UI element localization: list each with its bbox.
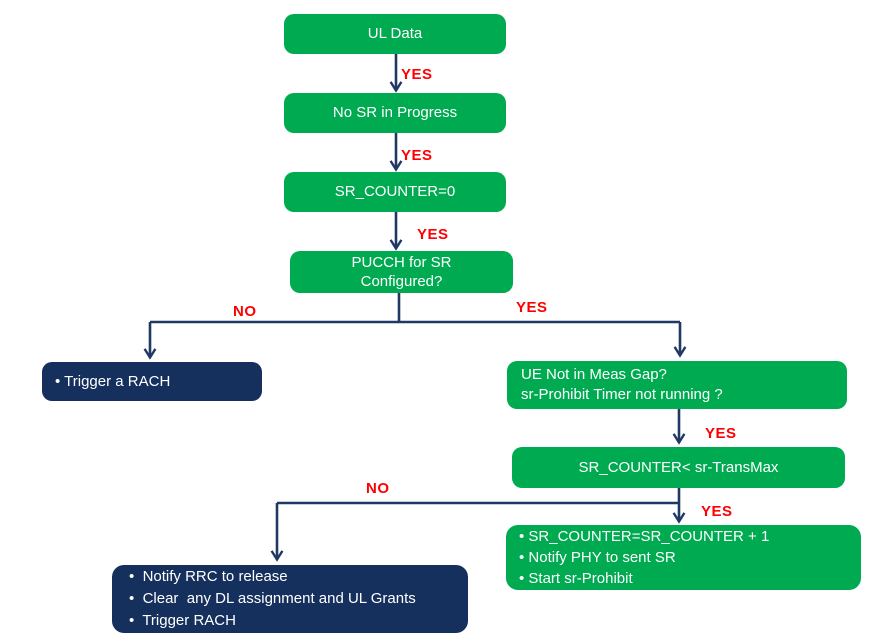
- edge-label-transmax-no: NO: [366, 480, 390, 497]
- edge-label-transmax-yes: YES: [701, 503, 733, 520]
- node-label: UL Data: [367, 25, 423, 42]
- node-sr-failure-actions: • Notify RRC to release • Clear any DL a…: [112, 565, 468, 633]
- node-label: • Notify PHY to sent SR: [519, 549, 676, 566]
- edge-label-pucch-yes: YES: [516, 299, 548, 316]
- node-label: • Clear any DL assignment and UL Grants: [129, 590, 416, 607]
- node-ul-data: UL Data: [284, 14, 506, 54]
- node-label: • Trigger RACH: [129, 612, 236, 629]
- node-trigger-a-rach: • Trigger a RACH: [42, 362, 262, 401]
- edge-label-ul-data-yes: YES: [401, 66, 433, 83]
- node-sr-counter-lt-transmax: SR_COUNTER< sr-TransMax: [512, 447, 845, 488]
- node-pucch-for-sr-configured: PUCCH for SR Configured?: [290, 251, 513, 293]
- node-label: • SR_COUNTER=SR_COUNTER + 1: [519, 528, 770, 545]
- node-label: No SR in Progress: [332, 104, 458, 121]
- node-label: UE Not in Meas Gap?: [521, 366, 667, 383]
- node-sr-increment-actions: • SR_COUNTER=SR_COUNTER + 1 • Notify PHY…: [506, 525, 861, 590]
- node-label: • Start sr-Prohibit: [519, 570, 633, 587]
- edge-label-no-sr-yes: YES: [401, 147, 433, 164]
- node-ue-not-in-meas-gap: UE Not in Meas Gap? sr-Prohibit Timer no…: [507, 361, 847, 409]
- node-label: Configured?: [360, 273, 443, 290]
- node-label: • Notify RRC to release: [129, 568, 288, 585]
- node-label: sr-Prohibit Timer not running ?: [521, 386, 723, 403]
- node-no-sr-in-progress: No SR in Progress: [284, 93, 506, 133]
- node-label: SR_COUNTER< sr-TransMax: [578, 458, 779, 476]
- node-label: PUCCH for SR: [351, 254, 452, 271]
- node-sr-counter-reset: SR_COUNTER=0: [284, 172, 506, 212]
- node-label: • Trigger a RACH: [55, 372, 171, 390]
- edge-label-counter-reset-yes: YES: [417, 226, 449, 243]
- node-label: SR_COUNTER=0: [334, 183, 456, 200]
- edge-label-meas-gap-yes: YES: [705, 425, 737, 442]
- edge-label-pucch-no: NO: [233, 303, 257, 320]
